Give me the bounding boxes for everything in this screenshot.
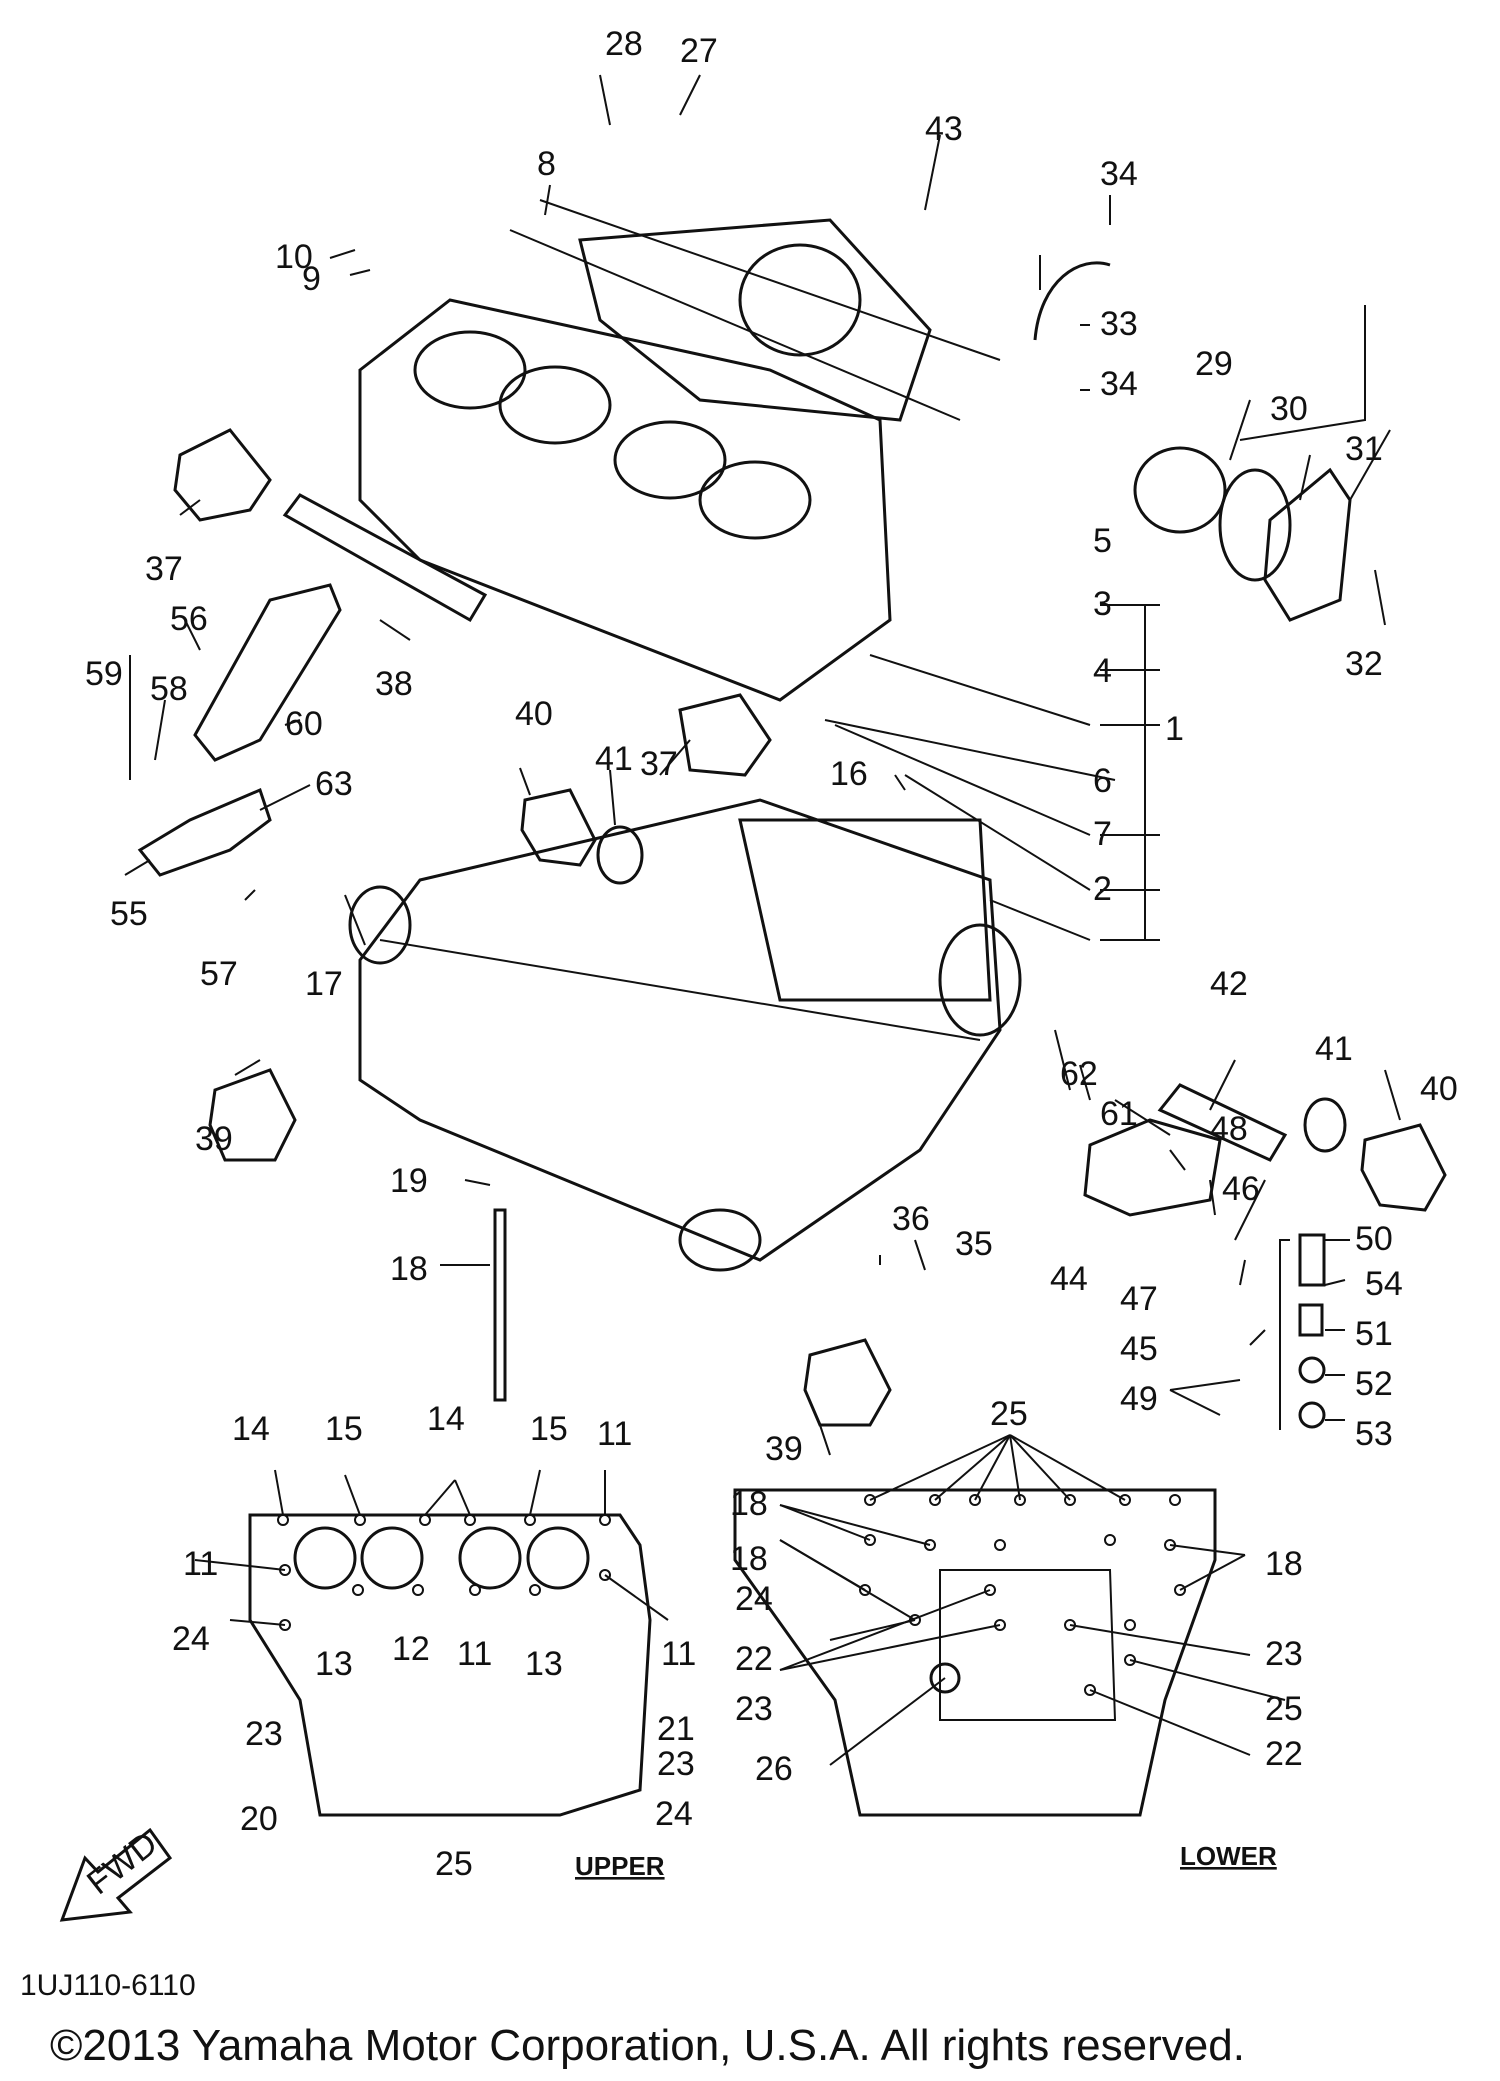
callout-40-a: 40 [515,695,553,733]
callout-61: 61 [1100,1095,1138,1133]
callout-37-a: 37 [145,550,183,588]
callout-18-a: 18 [390,1250,428,1288]
small-parts [137,261,1447,1429]
callout-35: 35 [955,1225,993,1263]
callout-25-c: 25 [1265,1690,1303,1728]
callout-23-c: 23 [735,1690,773,1728]
callout-11-a: 11 [597,1415,632,1453]
callout-6: 6 [1093,762,1112,800]
callout-43: 43 [925,110,963,148]
leader-lines [124,74,1401,1766]
callout-42: 42 [1210,965,1248,1003]
callout-11-b: 11 [183,1545,218,1583]
callout-23-d: 23 [1265,1635,1303,1673]
callout-33: 33 [1100,305,1138,343]
fwd-label: FWD [80,1825,164,1903]
callout-48: 48 [1210,1110,1248,1148]
callout-23-a: 23 [245,1715,283,1753]
callout-2: 2 [1093,870,1112,908]
callout-24-b: 24 [655,1795,693,1833]
callout-25-a: 25 [435,1845,473,1883]
callout-14-b: 14 [427,1400,465,1438]
callout-45: 45 [1120,1330,1158,1368]
callout-44: 44 [1050,1260,1088,1298]
callout-24-a: 24 [172,1620,210,1658]
callout-11-d: 11 [457,1635,492,1673]
callout-31: 31 [1345,430,1383,468]
lower-label: LOWER [1180,1841,1277,1871]
callout-3: 3 [1093,585,1112,623]
callout-36: 36 [892,1200,930,1238]
callout-20: 20 [240,1800,278,1838]
callout-62: 62 [1060,1055,1098,1093]
callout-13-a: 13 [315,1645,353,1683]
callout-17: 17 [305,965,343,1003]
callout-7: 7 [1093,815,1112,853]
callout-21: 21 [657,1710,695,1748]
callout-11-c: 11 [661,1635,696,1673]
callout-41-b: 41 [1315,1030,1353,1068]
callout-41-a: 41 [595,740,633,778]
callout-9: 9 [302,260,321,298]
callout-4: 4 [1093,652,1112,690]
callout-12: 12 [392,1630,430,1668]
callout-53: 53 [1355,1415,1393,1453]
callout-56: 56 [170,600,208,638]
callout-39-b: 39 [765,1430,803,1468]
callout-49: 49 [1120,1380,1158,1418]
fwd-arrow: FWD [59,1825,173,1922]
callout-26: 26 [755,1750,793,1788]
callout-15-b: 15 [530,1410,568,1448]
callout-18-b: 18 [730,1485,768,1523]
callout-27: 27 [680,32,718,70]
callout-24-c: 24 [735,1580,773,1618]
callout-10: 10 [275,238,313,276]
callout-39-a: 39 [195,1120,233,1158]
callout-47: 47 [1120,1280,1158,1318]
copyright-notice: ©2013 Yamaha Motor Corporation, U.S.A. A… [50,2021,1245,2070]
lower-crankcase [358,798,1022,1272]
callout-13-b: 13 [525,1645,563,1683]
callout-25-b: 25 [990,1395,1028,1433]
callout-8: 8 [537,145,556,183]
callout-58: 58 [150,670,188,708]
callout-22-a: 22 [735,1640,773,1678]
callout-51: 51 [1355,1315,1393,1353]
callout-50: 50 [1355,1220,1393,1258]
callout-37-b: 37 [640,745,678,783]
callout-59: 59 [85,655,123,693]
callout-63: 63 [315,765,353,803]
callout-labels: 1 2 3 4 5 6 7 8 9 10 11 11 11 11 12 13 1… [85,25,1458,1883]
callout-5: 5 [1093,522,1112,560]
callout-28: 28 [605,25,643,63]
callout-23-b: 23 [657,1745,695,1783]
callout-14-a: 14 [232,1410,270,1448]
callout-1: 1 [1165,710,1184,748]
upper-label: UPPER [575,1851,665,1881]
diagram-code: 1UJ110-6110 [20,1969,196,2002]
callout-46: 46 [1222,1170,1260,1208]
callout-30: 30 [1270,390,1308,428]
callout-40-b: 40 [1420,1070,1458,1108]
callout-22-b: 22 [1265,1735,1303,1773]
callout-32: 32 [1345,645,1383,683]
upper-crankcase [358,199,1001,702]
callout-16: 16 [830,755,868,793]
callout-34-a: 34 [1100,155,1138,193]
upper-bolt-pattern [248,1513,652,1817]
callout-18-c: 18 [730,1540,768,1578]
callout-54: 54 [1365,1265,1403,1303]
callout-15-a: 15 [325,1410,363,1448]
callout-52: 52 [1355,1365,1393,1403]
callout-29: 29 [1195,345,1233,383]
lower-bolt-pattern [733,1488,1217,1817]
callout-60: 60 [285,705,323,743]
callout-38: 38 [375,665,413,703]
callout-57: 57 [200,955,238,993]
callout-55: 55 [110,895,148,933]
callout-18-d: 18 [1265,1545,1303,1583]
callout-34-b: 34 [1100,365,1138,403]
callout-19: 19 [390,1162,428,1200]
